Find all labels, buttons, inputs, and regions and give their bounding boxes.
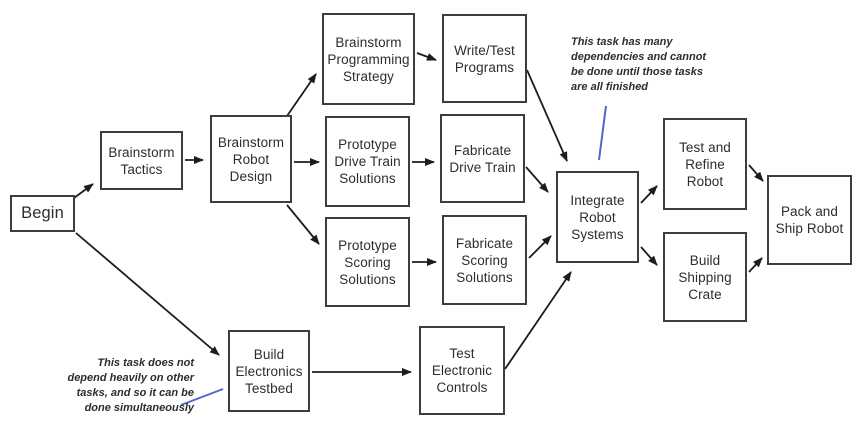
edge-buildcrate-to-pack (748, 257, 763, 273)
edge-fabdrive-to-integrate (525, 166, 549, 193)
node-write-test-programs: Write/Test Programs (442, 14, 527, 103)
edge-integrate-to-testrefine (640, 185, 658, 204)
node-test-and-refine-robot-label: Test and Refine Robot (679, 139, 731, 189)
callout-simultaneous-pointer-line (180, 388, 224, 406)
node-prototype-drive-train-solutions: Prototype Drive Train Solutions (325, 116, 410, 207)
node-brainstorm-tactics: Brainstorm Tactics (100, 131, 183, 190)
node-test-and-refine-robot: Test and Refine Robot (663, 118, 747, 210)
edge-begin-to-testbed (75, 232, 220, 356)
node-pack-and-ship-robot: Pack and Ship Robot (767, 175, 852, 265)
node-brainstorm-robot-design-label: Brainstorm Robot Design (217, 134, 285, 184)
node-brainstorm-robot-design: Brainstorm Robot Design (210, 115, 292, 203)
node-integrate-robot-systems: Integrate Robot Systems (556, 171, 639, 263)
edge-testelec-to-integrate (504, 271, 572, 370)
node-integrate-robot-systems-label: Integrate Robot Systems (570, 192, 625, 242)
callout-simultaneous-note: This task does not depend heavily on oth… (67, 357, 194, 414)
node-build-electronics-testbed-label: Build Electronics Testbed (235, 346, 303, 396)
node-prototype-scoring-solutions-label: Prototype Scoring Solutions (338, 237, 397, 287)
node-build-shipping-crate: Build Shipping Crate (663, 232, 747, 322)
edge-writetest-to-integrate (526, 69, 568, 162)
node-build-electronics-testbed: Build Electronics Testbed (228, 330, 310, 412)
node-fabricate-drive-train: Fabricate Drive Train (440, 114, 525, 203)
node-build-shipping-crate-label: Build Shipping Crate (678, 252, 732, 302)
node-test-electronic-controls-label: Test Electronic Controls (431, 346, 493, 395)
edge-fabscoring-to-integrate (528, 235, 552, 259)
edge-design-to-scoring (286, 204, 320, 245)
edge-programming-to-writetest (416, 52, 437, 61)
node-brainstorm-tactics-label: Brainstorm Tactics (108, 144, 175, 177)
node-prototype-drive-train-solutions-label: Prototype Drive Train Solutions (334, 137, 401, 186)
node-begin: Begin (10, 195, 75, 232)
edge-integrate-to-buildcrate (640, 246, 658, 266)
edge-design-to-programming (286, 73, 317, 117)
node-pack-and-ship-robot-label: Pack and Ship Robot (775, 204, 844, 236)
callout-dependencies-note: This task has many dependencies and cann… (571, 36, 707, 93)
node-brainstorm-programming-strategy-label: Brainstorm Programming Strategy (327, 34, 410, 84)
node-fabricate-scoring-solutions-label: Fabricate Scoring Solutions (455, 235, 514, 285)
node-test-electronic-controls: Test Electronic Controls (419, 326, 505, 415)
node-brainstorm-programming-strategy: Brainstorm Programming Strategy (322, 13, 415, 105)
node-begin-label: Begin (21, 204, 64, 222)
node-write-test-programs-label: Write/Test Programs (454, 42, 515, 75)
node-fabricate-drive-train-label: Fabricate Drive Train (449, 142, 516, 175)
node-prototype-scoring-solutions: Prototype Scoring Solutions (325, 217, 410, 307)
node-fabricate-scoring-solutions: Fabricate Scoring Solutions (442, 215, 527, 305)
callout-dependencies-pointer-line (598, 105, 607, 161)
edge-testrefine-to-pack (748, 164, 764, 182)
edge-begin-to-tactics (73, 183, 94, 199)
